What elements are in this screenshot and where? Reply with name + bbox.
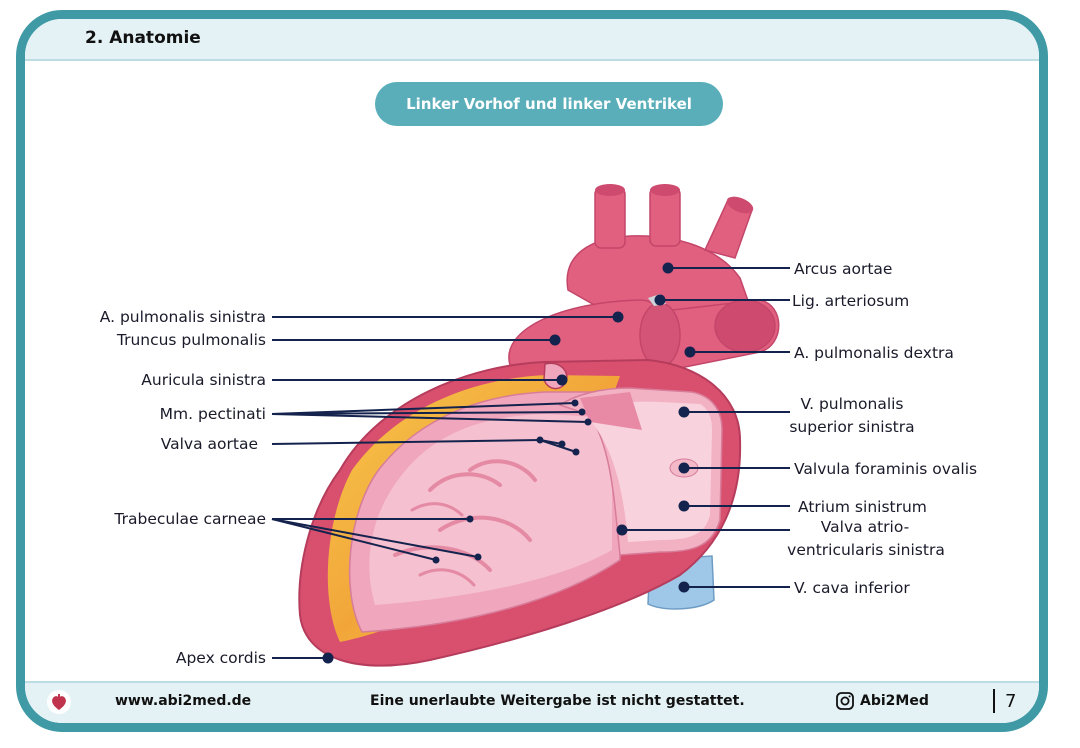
label-arcus-aortae: Arcus aortae: [794, 260, 892, 278]
label-valva-av-line1: Valva atrio-: [821, 518, 909, 536]
dot-atrium-sinistrum: [678, 500, 690, 512]
dot-valva-aortae-2: [558, 440, 566, 448]
label-valvula-foraminis-ovalis: Valvula foraminis ovalis: [794, 460, 977, 478]
instagram-label: Abi2Med: [860, 693, 929, 709]
dot-trabeculae-1: [466, 515, 474, 523]
dot-trabeculae-2: [432, 556, 440, 564]
heart-body: [298, 358, 742, 667]
label-truncus-pulmonalis: Truncus pulmonalis: [116, 331, 266, 349]
dot-lig-arteriosum: [654, 294, 666, 306]
label-atrium-sinistrum: Atrium sinistrum: [798, 498, 927, 516]
label-valva-aortae: Valva aortae: [161, 435, 258, 453]
header-bar: 2. Anatomie: [25, 19, 1039, 61]
leader-mm-pectinati-2: [271, 411, 583, 415]
label-apex-cordis: Apex cordis: [176, 649, 266, 667]
label-trabeculae-carneae: Trabeculae carneae: [113, 510, 266, 528]
dot-apex-cordis: [322, 652, 334, 664]
label-a-pulmonalis-sinistra: A. pulmonalis sinistra: [100, 308, 266, 326]
leader-valva-aortae-1: [271, 439, 541, 445]
label-a-pulmonalis-dextra: A. pulmonalis dextra: [794, 344, 954, 362]
website-link[interactable]: www.abi2med.de: [115, 693, 252, 709]
dot-v-pulmonalis: [678, 406, 690, 418]
instagram-handle[interactable]: Abi2Med: [835, 691, 929, 711]
label-v-cava-inferior: V. cava inferior: [794, 579, 910, 597]
dot-arcus-aortae: [662, 262, 674, 274]
dot-valva-av: [616, 524, 628, 536]
dot-mm-pectinati-2: [578, 408, 586, 416]
dot-trabeculae-3: [474, 553, 482, 561]
section-title: 2. Anatomie: [85, 28, 201, 48]
dot-valva-aortae-3: [572, 448, 580, 456]
dot-valvula-foraminis-ovalis: [678, 462, 690, 474]
leader-trabeculae-3: [271, 518, 479, 558]
copyright-notice: Eine unerlaubte Weitergabe ist nicht ges…: [370, 693, 745, 709]
label-auricula-sinistra: Auricula sinistra: [141, 371, 266, 389]
footer-bar: www.abi2med.de Eine unerlaubte Weitergab…: [25, 681, 1039, 723]
dot-auricula-sinistra: [556, 374, 568, 386]
dot-a-pulmonalis-dextra: [684, 346, 696, 358]
footer-separator: [993, 689, 995, 713]
label-v-pulmonalis-line1: V. pulmonalis: [800, 395, 903, 413]
leader-mm-pectinati-1: [271, 402, 576, 415]
label-lig-arteriosum: Lig. arteriosum: [792, 292, 909, 310]
dot-truncus-pulmonalis: [549, 334, 561, 346]
label-mm-pectinati: Mm. pectinati: [160, 405, 266, 423]
leader-trabeculae-2: [271, 518, 437, 561]
dot-v-cava-inferior: [678, 581, 690, 593]
page-number: 7: [1005, 691, 1017, 712]
label-valva-av-line2: ventricularis sinistra: [787, 541, 945, 559]
label-v-pulmonalis-line2: superior sinistra: [789, 418, 914, 436]
instagram-icon: [836, 692, 854, 710]
heart-logo-icon: [47, 690, 71, 714]
figure-title-pill: Linker Vorhof und linker Ventrikel: [375, 82, 723, 126]
dot-mm-pectinati-3: [584, 418, 592, 426]
leader-mm-pectinati-3: [271, 413, 589, 423]
dot-a-pulmonalis-sinistra: [612, 311, 624, 323]
dot-valva-aortae-1: [536, 436, 544, 444]
leader-valva-aortae-3: [539, 439, 577, 453]
dot-mm-pectinati-1: [571, 399, 579, 407]
